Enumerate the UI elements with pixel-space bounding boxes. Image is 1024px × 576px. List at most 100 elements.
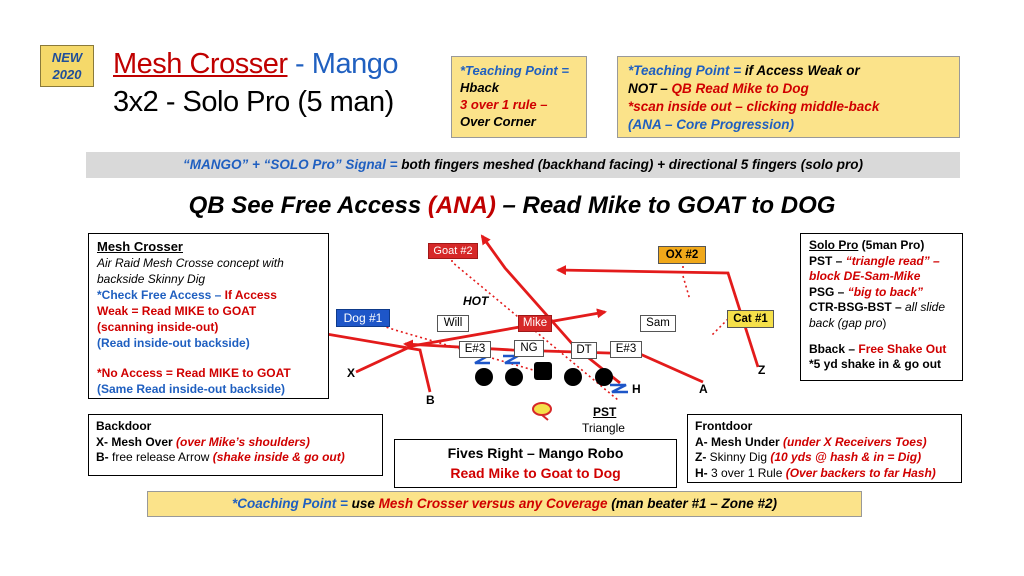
solo-ctr-b: all slide [905,300,946,315]
mike-label: Mike [518,315,552,332]
dt-label: DT [571,342,597,359]
tp1-corner: Over Corner [460,114,536,129]
ng-label: NG [514,340,544,357]
signal-bar: “MANGO” + “SOLO Pro” Signal = both finge… [86,152,960,178]
mesh-check-b: If Access [224,288,277,302]
mesh-title: Mesh Crosser [97,239,183,254]
center [534,362,552,380]
frontdoor-z-c: (10 yds @ hash & in = Dig) [770,450,922,464]
headline-ana: (ANA) [427,192,496,219]
tp2-not: NOT – [628,81,672,96]
solo-bback-a: Bback – [809,341,859,356]
z-receiver-label: Z [758,363,766,377]
formation-line2: Read Mike to Goat to Dog [450,465,621,481]
solo-shake: *5 yd shake in & go out [809,357,942,372]
tp2-ana: (ANA – Core Progression) [628,117,795,132]
dog-label: Dog #1 [336,309,390,327]
frontdoor-box: Frontdoor A- Mesh Under (under X Receive… [687,414,962,483]
new-2020-badge: NEW 2020 [40,45,94,87]
backdoor-x-a: X- Mesh Over [96,434,177,449]
e3-left-label: E#3 [459,341,491,358]
solo-title: Solo Pro [809,238,859,252]
frontdoor-h-a: H- [695,465,708,480]
backdoor-x-b: (over Mike’s shoulders) [176,434,310,449]
tp1-hback: Hback [460,80,500,95]
tp2-read: QB Read Mike to Dog [671,81,809,96]
tp1-rule: 3 over 1 rule – [460,97,548,112]
mesh-noaccess: *No Access = Read MIKE to GOAT [97,366,291,380]
tp1-lead: *Teaching Point = [460,63,569,78]
frontdoor-z-b: Skinny Dig [706,450,771,464]
qb-drop [541,414,549,421]
b-back-label: B [426,393,435,407]
coach-use: use [351,496,379,511]
route-h-corner [480,234,621,385]
teaching-point-access: *Teaching Point = if Access Weak or NOT … [617,56,960,138]
coaching-point-bar: *Coaching Point = use Mesh Crosser versu… [147,491,862,517]
page-title: Mesh Crosser - Mango [113,48,398,81]
goat-label: Goat #2 [428,243,478,259]
signal-text: both fingers meshed (backhand facing) + … [401,157,863,172]
solo-pro-box: Solo Pro (5man Pro) PST – “triangle read… [800,233,963,381]
tp2-scan: *scan inside out – clicking middle-back [628,99,880,114]
a-receiver-label: A [699,382,708,396]
mesh-desc2: backside Skinny Dig [97,272,206,286]
solo-psg-a: PSG – [809,284,848,299]
frontdoor-a-a: A- Mesh Under [695,434,784,449]
frontdoor-a-b: (under X Receivers Toes) [783,434,927,449]
signal-lead: “MANGO” + “SOLO Pro” Signal = [183,157,402,172]
solo-ctr-d: ) [882,315,887,330]
ox-label: OX #2 [658,246,706,264]
lineman-rg [564,368,582,386]
ox-zone-line [682,266,691,301]
x-receiver-label: X [347,366,356,380]
solo-bback-b: Free Shake Out [858,341,947,356]
mesh-read: (Read inside-out backside) [97,336,250,350]
frontdoor-h-b: 3 over 1 Rule [707,465,786,480]
h-back-label: H [632,382,641,396]
solo-pst-c: block DE-Sam-Mike [809,269,921,284]
headline-part1: QB See Free Access [188,192,428,219]
solo-psg-b: “big to back” [847,284,924,299]
mesh-same: (Same Read inside-out backside) [97,382,286,396]
solo-ctr-a: CTR-BSG-BST – [809,300,905,315]
badge-line1: NEW [51,50,83,65]
mesh-crosser-box: Mesh Crosser Air Raid Mesh Crosse concep… [88,233,329,399]
tp2-lead: *Teaching Point = [628,63,745,78]
tp2-access: if Access Weak or [744,63,860,78]
mesh-check-a: *Check Free Access – [97,288,225,302]
quarterback [532,402,552,416]
triangle-label: Triangle [582,421,625,435]
badge-line2: 2020 [52,67,82,82]
cat-label: Cat #1 [727,310,774,328]
solo-pst-b: “triangle read” – [845,253,940,268]
sam-label: Sam [640,315,676,332]
lineman-lg [505,368,523,386]
e3-right-label: E#3 [610,341,642,358]
pst-label: PST [593,405,617,419]
title-dash: - [287,48,312,80]
mesh-desc1: Air Raid Mesh Crosse concept with [97,256,284,270]
lineman-rt [595,368,613,386]
frontdoor-title: Frontdoor [695,419,753,433]
route-z-skinny-dig [556,265,760,368]
cat-zone-line [711,318,729,336]
mesh-scan: (scanning inside-out) [97,320,219,334]
backdoor-b-c: (shake inside & go out) [212,450,345,464]
backdoor-box: Backdoor X- Mesh Over (over Mike’s shoul… [88,414,383,476]
title-mango: Mango [311,48,399,80]
coach-mesh: Mesh Crosser versus any Coverage [378,496,608,511]
frontdoor-z-a: Z- [695,450,707,464]
title-mesh: Mesh Crosser [113,48,288,80]
block-lg [503,354,520,365]
backdoor-title: Backdoor [96,419,152,433]
frontdoor-h-c: (Over backers to far Hash) [785,465,936,480]
teaching-point-hback: *Teaching Point = Hback 3 over 1 rule – … [451,56,587,138]
lineman-lt [475,368,493,386]
will-label: Will [437,315,469,332]
formation-box: Fives Right – Mango Robo Read Mike to Go… [394,439,677,488]
solo-ctr-c: back (gap pro [809,315,883,330]
mesh-weak: Weak = Read MIKE to GOAT [97,304,257,318]
read-headline: QB See Free Access (ANA) – Read Mike to … [0,192,1024,220]
page-subtitle: 3x2 - Solo Pro (5 man) [113,86,394,118]
